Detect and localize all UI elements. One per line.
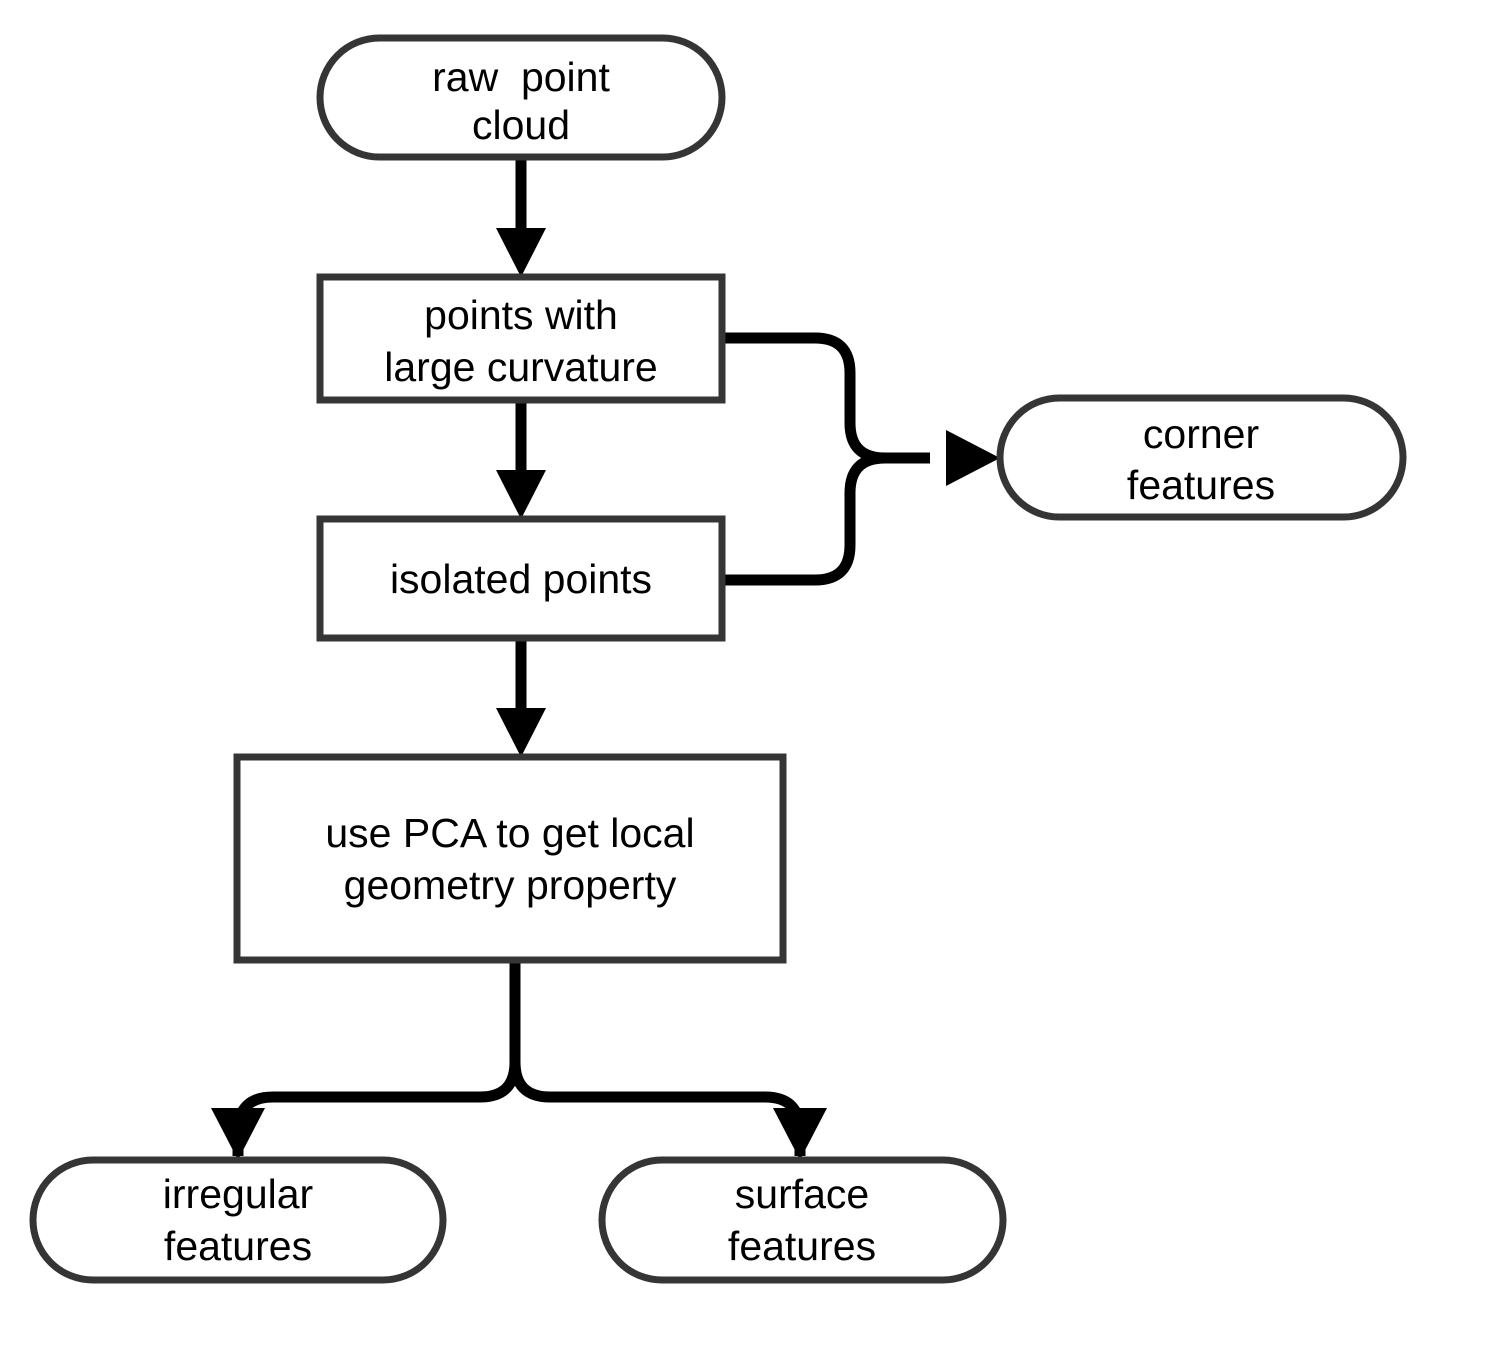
- node-corner-features-label-line-1: corner: [1143, 411, 1259, 457]
- edge-curvature-to-isolated-arrowhead: [496, 470, 546, 519]
- node-raw-point-cloud-label-line-2: cloud: [472, 102, 570, 148]
- node-points-with-large-curvature-label-line-2: large curvature: [384, 344, 657, 390]
- node-points-with-large-curvature-shape[interactable]: [316, 273, 726, 404]
- edge-pca-to-surface-line: [509, 960, 806, 1156]
- edge-isolated-to-corner-line: [722, 452, 930, 586]
- edge-raw-to-curvature: [496, 157, 546, 277]
- node-points-with-large-curvature[interactable]: points with large curvature: [316, 273, 726, 404]
- node-surface-features-label-line-2: features: [728, 1223, 876, 1269]
- node-isolated-points-label: isolated points: [390, 556, 652, 602]
- node-surface-features-shape[interactable]: [598, 1156, 1007, 1284]
- edge-isolated-to-pca-arrowhead: [496, 708, 546, 757]
- edge-curvature-to-isolated: [496, 400, 546, 519]
- node-use-pca-label-line-1: use PCA to get local: [325, 810, 694, 856]
- node-surface-features-label-line-1: surface: [735, 1171, 869, 1217]
- edge-isolated-to-corner: [722, 430, 1000, 586]
- edge-pca-to-irregular-line: [232, 960, 521, 1156]
- edge-pca-to-irregular-arrowhead: [211, 1108, 265, 1160]
- node-use-pca-label-line-2: geometry property: [344, 862, 677, 908]
- node-isolated-points-shape[interactable]: [316, 515, 726, 642]
- node-irregular-features-label-line-1: irregular: [163, 1171, 313, 1217]
- edge-raw-to-curvature-arrowhead: [496, 228, 546, 277]
- edge-curvature-to-corner: [722, 332, 930, 464]
- node-surface-features[interactable]: surface features: [598, 1156, 1007, 1284]
- edge-pca-to-surface: [509, 960, 827, 1160]
- node-irregular-features[interactable]: irregular features: [29, 1156, 447, 1284]
- node-use-pca[interactable]: use PCA to get local geometry property: [233, 753, 787, 964]
- edge-to-corner-arrowhead: [946, 430, 1000, 486]
- node-use-pca-shape[interactable]: [233, 753, 787, 964]
- node-corner-features-shape[interactable]: [996, 394, 1407, 521]
- edge-pca-to-irregular: [211, 960, 521, 1160]
- node-raw-point-cloud[interactable]: raw point cloud: [316, 34, 726, 161]
- node-corner-features[interactable]: corner features: [996, 394, 1407, 521]
- node-isolated-points[interactable]: isolated points: [316, 515, 726, 642]
- edge-curvature-to-corner-line: [722, 332, 930, 464]
- node-raw-point-cloud-shape[interactable]: [316, 34, 726, 161]
- node-irregular-features-shape[interactable]: [29, 1156, 447, 1284]
- node-irregular-features-label-line-2: features: [164, 1223, 312, 1269]
- edge-pca-to-surface-arrowhead: [773, 1108, 827, 1160]
- edge-isolated-to-pca: [496, 638, 546, 757]
- node-raw-point-cloud-label-line-1: raw point: [432, 54, 610, 100]
- node-corner-features-label-line-2: features: [1127, 462, 1275, 508]
- node-points-with-large-curvature-label-line-1: points with: [424, 292, 618, 338]
